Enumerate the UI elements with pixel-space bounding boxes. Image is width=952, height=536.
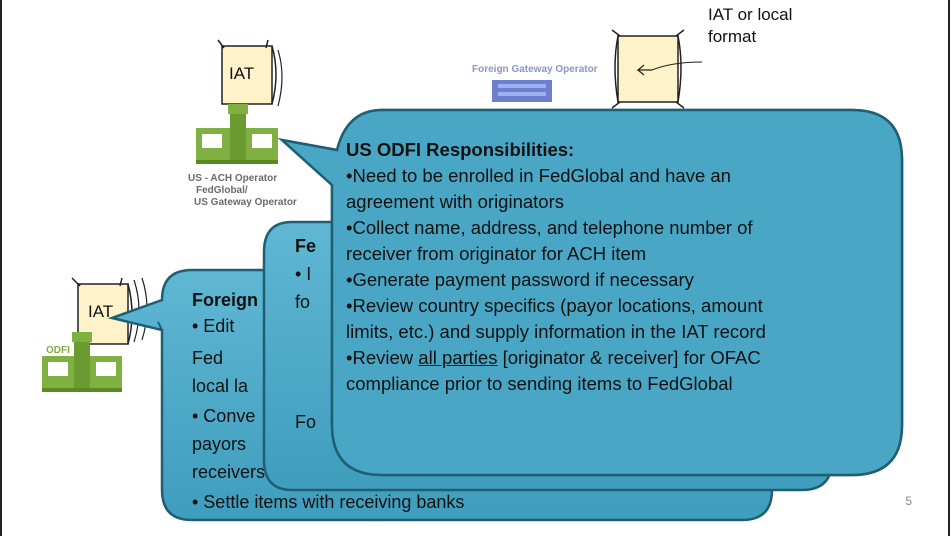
back-callout-title: Foreign — [192, 288, 258, 312]
left-iat-label: IAT — [88, 302, 114, 321]
back-callout-line-5: payors — [192, 434, 247, 454]
back-callout-line-1: • Edit — [192, 316, 235, 336]
us-ach-operator-label: US - ACH Operator FedGlobal/ US Gateway … — [188, 173, 297, 209]
front-bullet-5-cont: compliance prior to sending items to Fed… — [346, 373, 733, 394]
bullet-dot: • — [346, 347, 353, 368]
back-callout-line-3: local la — [192, 376, 249, 396]
front-bullet-1-cont: agreement with originators — [346, 191, 564, 212]
top-right-document-icon — [611, 29, 703, 109]
bullet-dot: • — [346, 217, 353, 238]
front-bullet-4: Review country specifics (payor location… — [352, 295, 763, 316]
back-callout-line-2: Fed — [192, 348, 224, 368]
foreign-gateway-building-icon — [492, 80, 552, 102]
top-iat-label: IAT — [229, 64, 255, 83]
us-ach-line2: FedGlobal/ — [196, 185, 248, 196]
back-callout-line-6: receivers — [192, 462, 266, 482]
front-bullet-5a: Review — [352, 347, 419, 368]
front-bullet-3: Generate payment password if necessary — [352, 269, 694, 290]
front-bullet-1: Need to be enrolled in FedGlobal and hav… — [352, 165, 731, 186]
us-ach-line1: US - ACH Operator — [188, 173, 278, 184]
mid-callout-line-2: fo — [295, 292, 311, 312]
back-callout-title-text: Foreign — [192, 290, 258, 310]
odfi-label: ODFI — [46, 345, 70, 356]
mid-callout-title: Fe — [295, 236, 317, 256]
front-bullet-4-cont: limits, etc.) and supply information in … — [346, 321, 766, 342]
front-bullet-2: Collect name, address, and telephone num… — [352, 217, 753, 238]
top-right-note: IAT or local format — [708, 4, 792, 48]
page-number: 5 — [905, 494, 912, 508]
us-ach-operator-building-icon — [196, 104, 278, 164]
front-callout-title: US ODFI Responsibilities: — [346, 139, 575, 160]
bullet-dot: • — [346, 165, 353, 186]
bullet-dot: • — [346, 295, 353, 316]
foreign-gateway-label: Foreign Gateway Operator — [472, 64, 598, 75]
front-bullet-5b: [originator & receiver] for OFAC — [497, 347, 761, 368]
mid-callout-line-3: Fo — [295, 412, 317, 432]
mid-callout-line-1: • I — [295, 264, 312, 284]
front-bullet-2-cont: receiver from originator for ACH item — [346, 243, 647, 264]
front-bullet-5-underlined: all parties — [418, 347, 498, 368]
front-callout-body: US ODFI Responsibilities: •Need to be en… — [346, 137, 766, 397]
odfi-building-icon — [42, 332, 122, 392]
back-callout-line-4: • Conve — [192, 406, 256, 426]
us-ach-line3: US Gateway Operator — [194, 197, 297, 208]
top-note-line2: format — [708, 27, 757, 46]
top-iat-document-icon — [217, 39, 283, 107]
back-callout-line-7: • Settle items with receiving banks — [192, 492, 465, 512]
bullet-dot: • — [346, 269, 353, 290]
top-note-line1: IAT or local — [708, 5, 793, 24]
